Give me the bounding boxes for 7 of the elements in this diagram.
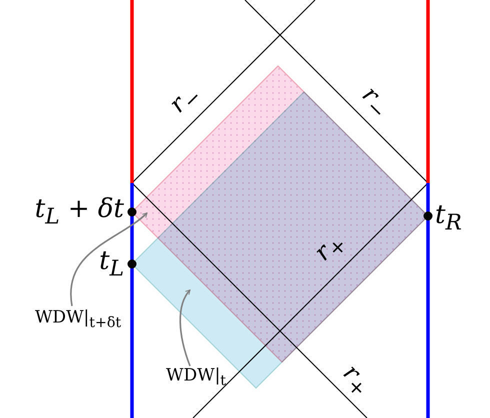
point-label: t$_{R}$	[435, 202, 462, 234]
patch-label: WDW|$_{t}$	[166, 368, 226, 388]
point-label: t$_{L}$	[99, 248, 124, 280]
leader-line	[179, 290, 191, 366]
leader-line	[70, 212, 148, 306]
patch-label: WDW|$_{t+δt}$	[34, 310, 122, 330]
point-label: t$_{L}$ + δt	[34, 196, 124, 228]
